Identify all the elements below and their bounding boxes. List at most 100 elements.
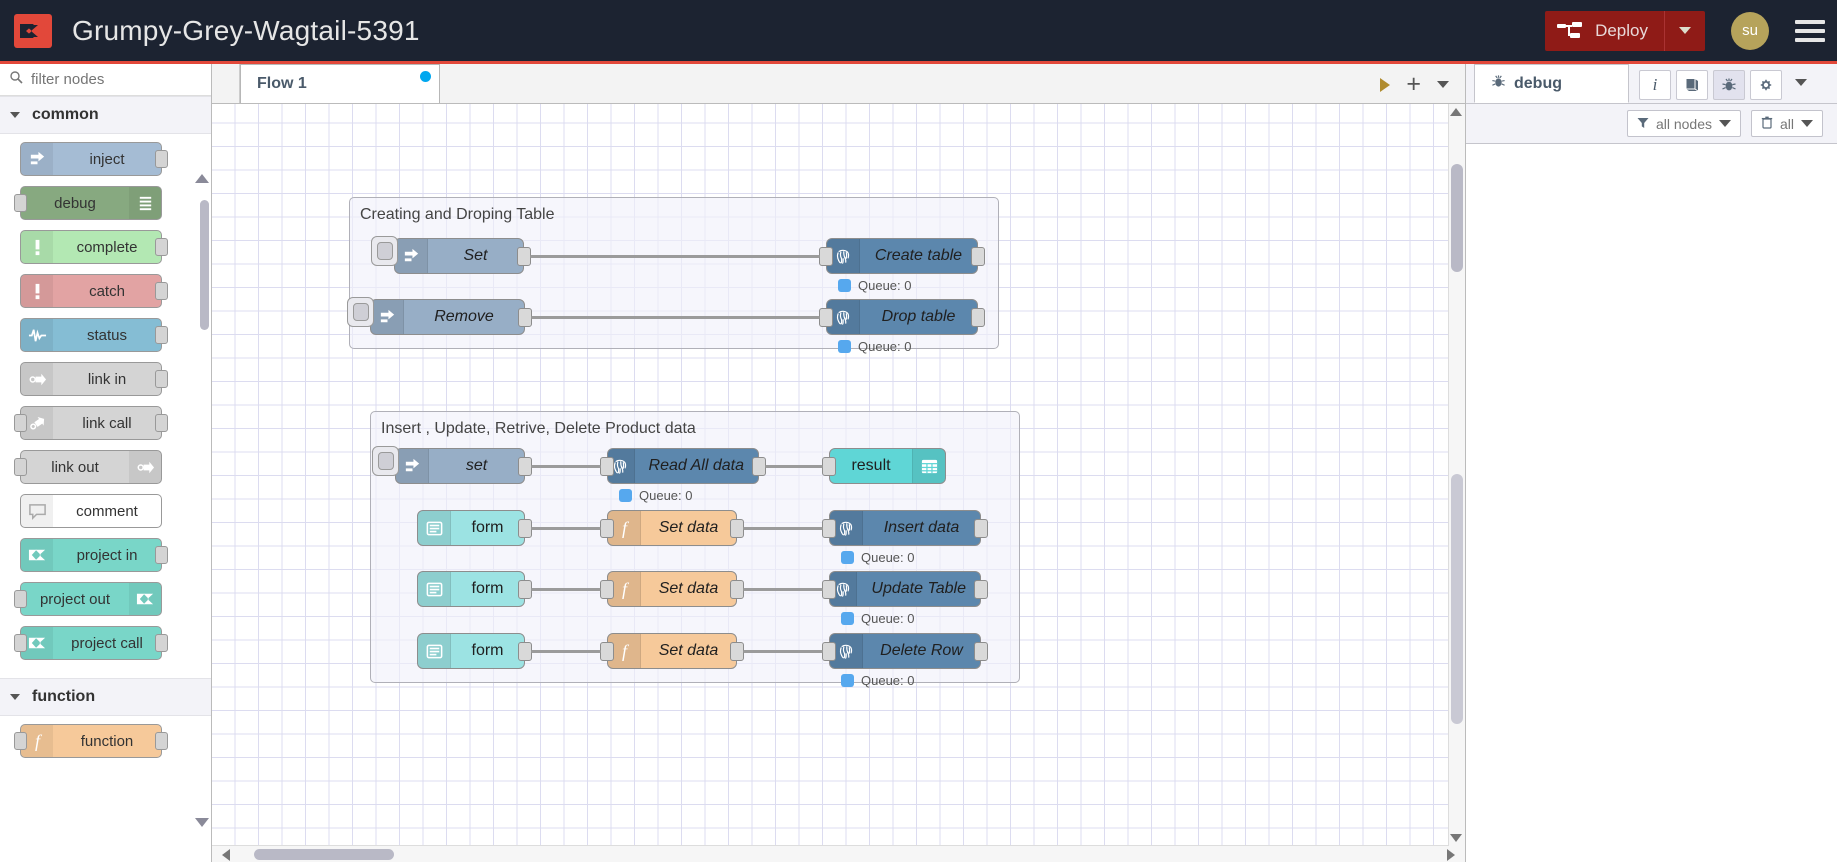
flow-node-create-table[interactable]: Create table: [819, 238, 985, 274]
flow-node-set[interactable]: set: [372, 446, 532, 484]
flow-wire[interactable]: [530, 255, 820, 258]
node-output-port[interactable]: [155, 414, 168, 432]
flow-node-form[interactable]: form: [417, 633, 532, 669]
node-output-port[interactable]: [518, 308, 532, 327]
flow-node-delete-row[interactable]: Delete Row: [822, 633, 988, 669]
node-output-port[interactable]: [155, 282, 168, 300]
flow-wire[interactable]: [743, 527, 823, 530]
help-book-icon[interactable]: [1676, 70, 1708, 100]
deploy-dropdown-button[interactable]: [1664, 10, 1705, 51]
flow-wire[interactable]: [531, 527, 601, 530]
play-icon[interactable]: [1380, 77, 1391, 92]
deploy-button-main[interactable]: Deploy: [1545, 11, 1664, 51]
info-icon[interactable]: i: [1639, 70, 1671, 100]
flow-node-remove[interactable]: Remove: [347, 297, 532, 335]
palette-scrollbar[interactable]: [200, 200, 209, 330]
node-output-port[interactable]: [155, 732, 168, 750]
palette-node-inject[interactable]: inject: [20, 142, 168, 176]
node-output-port[interactable]: [730, 642, 744, 661]
node-output-port[interactable]: [155, 370, 168, 388]
flow-node-set[interactable]: Set: [371, 236, 531, 274]
chevron-down-icon[interactable]: [1795, 78, 1807, 92]
node-output-port[interactable]: [518, 580, 532, 599]
flow-wire[interactable]: [765, 465, 823, 468]
node-output-port[interactable]: [752, 457, 766, 476]
node-input-port[interactable]: [822, 642, 836, 661]
node-output-port[interactable]: [730, 519, 744, 538]
search-input[interactable]: [31, 71, 201, 88]
canvas-vscroll-thumb-top[interactable]: [1451, 164, 1463, 272]
flow-wire[interactable]: [531, 650, 601, 653]
scroll-left-icon[interactable]: [222, 849, 230, 861]
node-output-port[interactable]: [974, 580, 988, 599]
node-output-port[interactable]: [155, 238, 168, 256]
flow-node-form[interactable]: form: [417, 571, 532, 607]
node-input-port[interactable]: [819, 308, 833, 327]
flow-node-read-all-data[interactable]: Read All data: [600, 448, 766, 484]
node-input-port[interactable]: [600, 642, 614, 661]
scroll-down-icon[interactable]: [1450, 834, 1462, 842]
node-output-port[interactable]: [971, 247, 985, 266]
node-input-port[interactable]: [822, 457, 836, 476]
node-output-port[interactable]: [971, 308, 985, 327]
node-input-port[interactable]: [14, 634, 27, 652]
canvas-vscroll-thumb[interactable]: [1451, 474, 1463, 724]
debug-bug-icon[interactable]: [1713, 70, 1745, 100]
inject-trigger-button[interactable]: [371, 236, 398, 266]
palette-node-catch[interactable]: catch: [20, 274, 168, 308]
inject-trigger-button[interactable]: [347, 297, 374, 327]
plus-icon[interactable]: +: [1406, 70, 1421, 98]
node-output-port[interactable]: [155, 150, 168, 168]
flow-wire[interactable]: [531, 316, 820, 319]
inject-trigger-button[interactable]: [372, 446, 399, 476]
debug-clear-dropdown[interactable]: all: [1750, 110, 1823, 137]
node-input-port[interactable]: [600, 519, 614, 538]
avatar[interactable]: su: [1731, 11, 1769, 50]
flow-wire[interactable]: [531, 588, 601, 591]
node-output-port[interactable]: [155, 546, 168, 564]
canvas-horizontal-scrollbar[interactable]: [212, 845, 1465, 862]
node-input-port[interactable]: [14, 414, 27, 432]
palette-node-project-out[interactable]: project out: [14, 582, 162, 616]
node-input-port[interactable]: [14, 732, 27, 750]
scroll-up-icon[interactable]: [1450, 108, 1462, 116]
flow-node-drop-table[interactable]: Drop table: [819, 299, 985, 335]
debug-messages-panel[interactable]: [1466, 144, 1837, 862]
node-output-port[interactable]: [517, 247, 531, 266]
palette-node-project-in[interactable]: project in: [20, 538, 168, 572]
node-output-port[interactable]: [155, 326, 168, 344]
canvas-hscroll-thumb[interactable]: [254, 849, 394, 860]
node-output-port[interactable]: [518, 642, 532, 661]
palette-scroll-down-button[interactable]: [193, 812, 211, 832]
palette-node-comment[interactable]: comment: [20, 494, 162, 528]
chevron-down-icon[interactable]: [1437, 81, 1449, 88]
debug-filter-dropdown[interactable]: all nodes: [1626, 110, 1741, 137]
node-input-port[interactable]: [600, 580, 614, 599]
gear-icon[interactable]: [1750, 70, 1782, 100]
flow-group[interactable]: Insert , Update, Retrive, Delete Product…: [370, 411, 1020, 688]
node-input-port[interactable]: [819, 247, 833, 266]
palette-node-link-in[interactable]: link in: [20, 362, 168, 396]
palette-category-function[interactable]: function: [0, 678, 211, 716]
palette-node-debug[interactable]: debug: [14, 186, 162, 220]
node-input-port[interactable]: [822, 519, 836, 538]
node-output-port[interactable]: [518, 519, 532, 538]
palette-scroll-up-button[interactable]: [193, 168, 211, 188]
node-input-port[interactable]: [14, 458, 27, 476]
tab-flow-1[interactable]: Flow 1: [240, 64, 440, 103]
node-output-port[interactable]: [974, 519, 988, 538]
flow-node-insert-data[interactable]: Insert data: [822, 510, 988, 546]
node-input-port[interactable]: [600, 457, 614, 476]
palette-node-complete[interactable]: complete: [20, 230, 168, 264]
palette-node-link-call[interactable]: link call: [14, 406, 168, 440]
palette-category-common[interactable]: common: [0, 96, 211, 134]
flow-node-result[interactable]: result: [822, 448, 946, 484]
flow-wire[interactable]: [743, 650, 823, 653]
tab-debug[interactable]: debug: [1474, 64, 1629, 103]
